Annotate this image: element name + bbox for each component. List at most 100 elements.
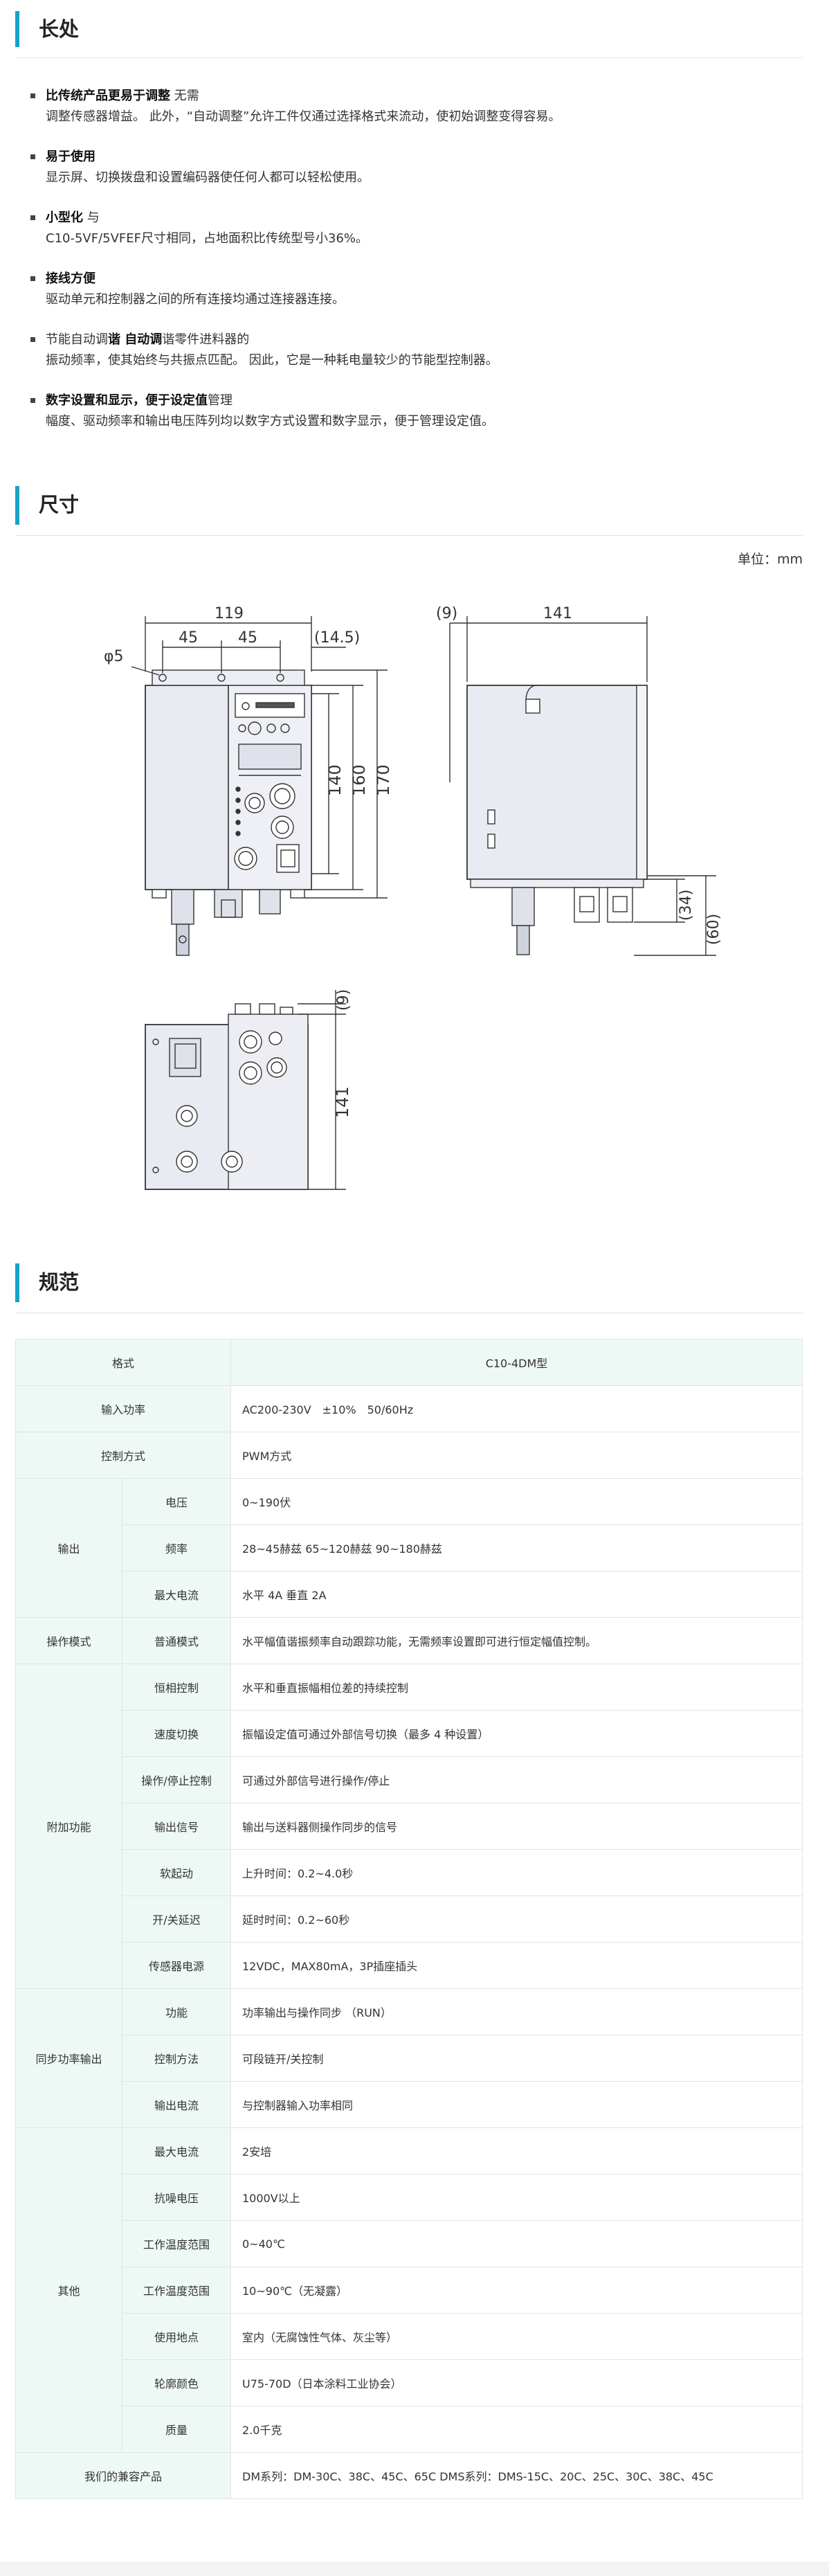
row-label: 速度切换 (122, 1710, 231, 1757)
group-label: 输出 (15, 1478, 122, 1618)
dim-phi5: φ5 (104, 648, 124, 665)
row-label: 工作温度范围 (122, 2267, 231, 2314)
feature-desc: 振动频率，使其始终与共振点匹配。 因此，它是一种耗电量较少的节能型控制器。 (46, 353, 498, 368)
table-row: 软起动 上升时间：0.2~4.0秒 (16, 1849, 803, 1896)
row-value: 1000V以上 (230, 2174, 803, 2221)
row-label: 操作/停止控制 (122, 1756, 231, 1803)
feature-text: 管理 (208, 393, 233, 408)
dim-160: 160 (349, 764, 369, 796)
table-row: 使用地点 室内（无腐蚀性气体、灰尘等） (16, 2313, 803, 2360)
feature-item: 数字设置和显示，便于设定值管理幅度、驱动频率和输出电压阵列均以数字方式设置和数字… (15, 390, 803, 432)
row-value: 水平幅值谐振频率自动跟踪功能，无需频率设置即可进行恒定幅值控制。 (230, 1617, 803, 1664)
table-row: 工作温度范围 0~40℃ (16, 2220, 803, 2267)
row-label: 我们的兼容产品 (15, 2452, 231, 2499)
table-row: 质量 2.0千克 (16, 2406, 803, 2453)
table-row: 操作/停止控制 可通过外部信号进行操作/停止 (16, 1756, 803, 1803)
dim-14-5: (14.5) (314, 629, 360, 647)
table-row: 传感器电源 12VDC，MAX80mA，3P插座插头 (16, 1942, 803, 1989)
dim-side-34: (34) (677, 890, 695, 921)
table-row: 工作温度范围 10~90℃（无凝露） (16, 2267, 803, 2314)
row-label: 控制方式 (15, 1432, 231, 1479)
table-row: 输出电流 与控制器输入功率相同 (16, 2081, 803, 2128)
row-value: 28~45赫兹 65~120赫兹 90~180赫兹 (230, 1524, 803, 1571)
table-row: 输出 电压 0~190伏 (15, 1478, 803, 1618)
row-label: 输出电流 (122, 2081, 231, 2128)
dim-140: 140 (325, 764, 345, 796)
feature-bold: 易于使用 (46, 150, 95, 164)
row-label: 恒相控制 (122, 1664, 231, 1711)
row-value: 上升时间：0.2~4.0秒 (230, 1849, 803, 1896)
feature-desc: 驱动单元和控制器之间的所有连接均通过连接器连接。 (46, 292, 345, 307)
row-label: 工作温度范围 (122, 2220, 231, 2267)
feature-bold: 接线方便 (46, 271, 95, 286)
table-row: 频率 28~45赫兹 65~120赫兹 90~180赫兹 (16, 1524, 803, 1571)
dim-119: 119 (215, 605, 244, 622)
dim-45a: 45 (179, 629, 198, 647)
feature-item: 节能自动调谐 自动调谐零件进料器的振动频率，使其始终与共振点匹配。 因此，它是一… (15, 330, 803, 371)
row-label: 普通模式 (122, 1617, 231, 1664)
feature-text: 与 (83, 210, 100, 225)
table-row: 轮廓颜色 U75-70D（日本涂料工业协会） (16, 2359, 803, 2406)
row-label: 最大电流 (122, 2127, 231, 2174)
row-value: 振幅设定值可通过外部信号切换（最多 4 种设置） (230, 1710, 803, 1757)
front-view: 119 45 45 (14.5) φ5 140 160 170 (104, 605, 393, 956)
table-row: 附加功能 恒相控制 水平和垂直振幅相位差的持续控制 (15, 1664, 803, 1989)
feature-text: 节能自动调 (46, 332, 108, 347)
group-label: 附加功能 (15, 1664, 122, 1989)
table-row: 格式 C10-4DM型 (15, 1339, 803, 1386)
dim-side-141: 141 (543, 605, 572, 622)
feature-desc: 显示屏、切换拨盘和设置编码器使任何人都可以轻松使用。 (46, 170, 370, 185)
row-value: 室内（无腐蚀性气体、灰尘等） (230, 2313, 803, 2360)
row-value: 10~90℃（无凝露） (230, 2267, 803, 2314)
row-value: 功率输出与操作同步 （RUN） (230, 1988, 803, 2035)
bottom-view: (9) 141 (145, 989, 352, 1190)
table-row: 抗噪电压 1000V以上 (16, 2174, 803, 2221)
table-row: 同步功率输出 功能 功率输出与操作同步 （RUN） (15, 1988, 803, 2128)
spec-table: 格式 C10-4DM型 输入功率 AC200-230V ±10% 50/60Hz… (15, 1339, 803, 2499)
row-value: 0~190伏 (230, 1478, 803, 1525)
feature-bold: 比传统产品更易于调整 (46, 89, 170, 103)
footer-band (0, 2561, 829, 2576)
header-label: 格式 (15, 1339, 231, 1386)
row-value: 可段链开/关控制 (230, 2035, 803, 2082)
row-value: 0~40℃ (230, 2220, 803, 2267)
header-model: C10-4DM型 (230, 1339, 803, 1386)
row-label: 电压 (122, 1478, 231, 1525)
table-row: 其他 最大电流 2安培 (15, 2127, 803, 2453)
group-label: 操作模式 (15, 1617, 122, 1664)
feature-list: 比传统产品更易于调整 无需调整传感器增益。 此外，“自动调整”允许工件仅通过选择… (15, 86, 803, 451)
row-label: 传感器电源 (122, 1942, 231, 1989)
row-value: 水平和垂直振幅相位差的持续控制 (230, 1664, 803, 1711)
row-value: AC200-230V ±10% 50/60Hz (230, 1385, 803, 1432)
row-label: 控制方法 (122, 2035, 231, 2082)
table-row: 最大电流 水平 4A 垂直 2A (16, 1571, 803, 1618)
dim-170: 170 (374, 764, 393, 796)
row-value: 延时时间：0.2~60秒 (230, 1895, 803, 1943)
row-value: 2安培 (230, 2127, 803, 2174)
table-row: 输出信号 输出与送料器侧操作同步的信号 (16, 1803, 803, 1850)
row-label: 轮廓颜色 (122, 2359, 231, 2406)
feature-desc: 幅度、驱动频率和输出电压阵列均以数字方式设置和数字显示，便于管理设定值。 (46, 414, 494, 429)
row-label: 功能 (122, 1988, 231, 2035)
dimension-drawing: 119 45 45 (14.5) φ5 140 160 170 (104, 605, 722, 1190)
group-label: 其他 (15, 2127, 122, 2453)
feature-item: 接线方便驱动单元和控制器之间的所有连接均通过连接器连接。 (15, 269, 803, 310)
row-value: U75-70D（日本涂料工业协会） (230, 2359, 803, 2406)
feature-desc: C10-5VF/5VFEF尺寸相同，占地面积比传统型号小36%。 (46, 231, 369, 246)
section-title-dimensions: 尺寸 (15, 486, 803, 536)
dim-side-9: (9) (436, 605, 457, 622)
dim-bottom-9: (9) (335, 989, 352, 1011)
row-label: 输入功率 (15, 1385, 231, 1432)
row-value: PWM方式 (230, 1432, 803, 1479)
row-label: 输出信号 (122, 1803, 231, 1850)
row-value: 2.0千克 (230, 2406, 803, 2453)
table-row: 控制方法 可段链开/关控制 (16, 2035, 803, 2082)
feature-item: 比传统产品更易于调整 无需调整传感器增益。 此外，“自动调整”允许工件仅通过选择… (15, 86, 803, 127)
side-view: (9) 141 (34) (60) (436, 605, 722, 956)
table-row: 操作模式 普通模式 水平幅值谐振频率自动跟踪功能，无需频率设置即可进行恒定幅值控… (15, 1617, 803, 1664)
feature-text: 谐零件进料器的 (162, 332, 250, 347)
row-label: 使用地点 (122, 2313, 231, 2360)
row-label: 抗噪电压 (122, 2174, 231, 2221)
